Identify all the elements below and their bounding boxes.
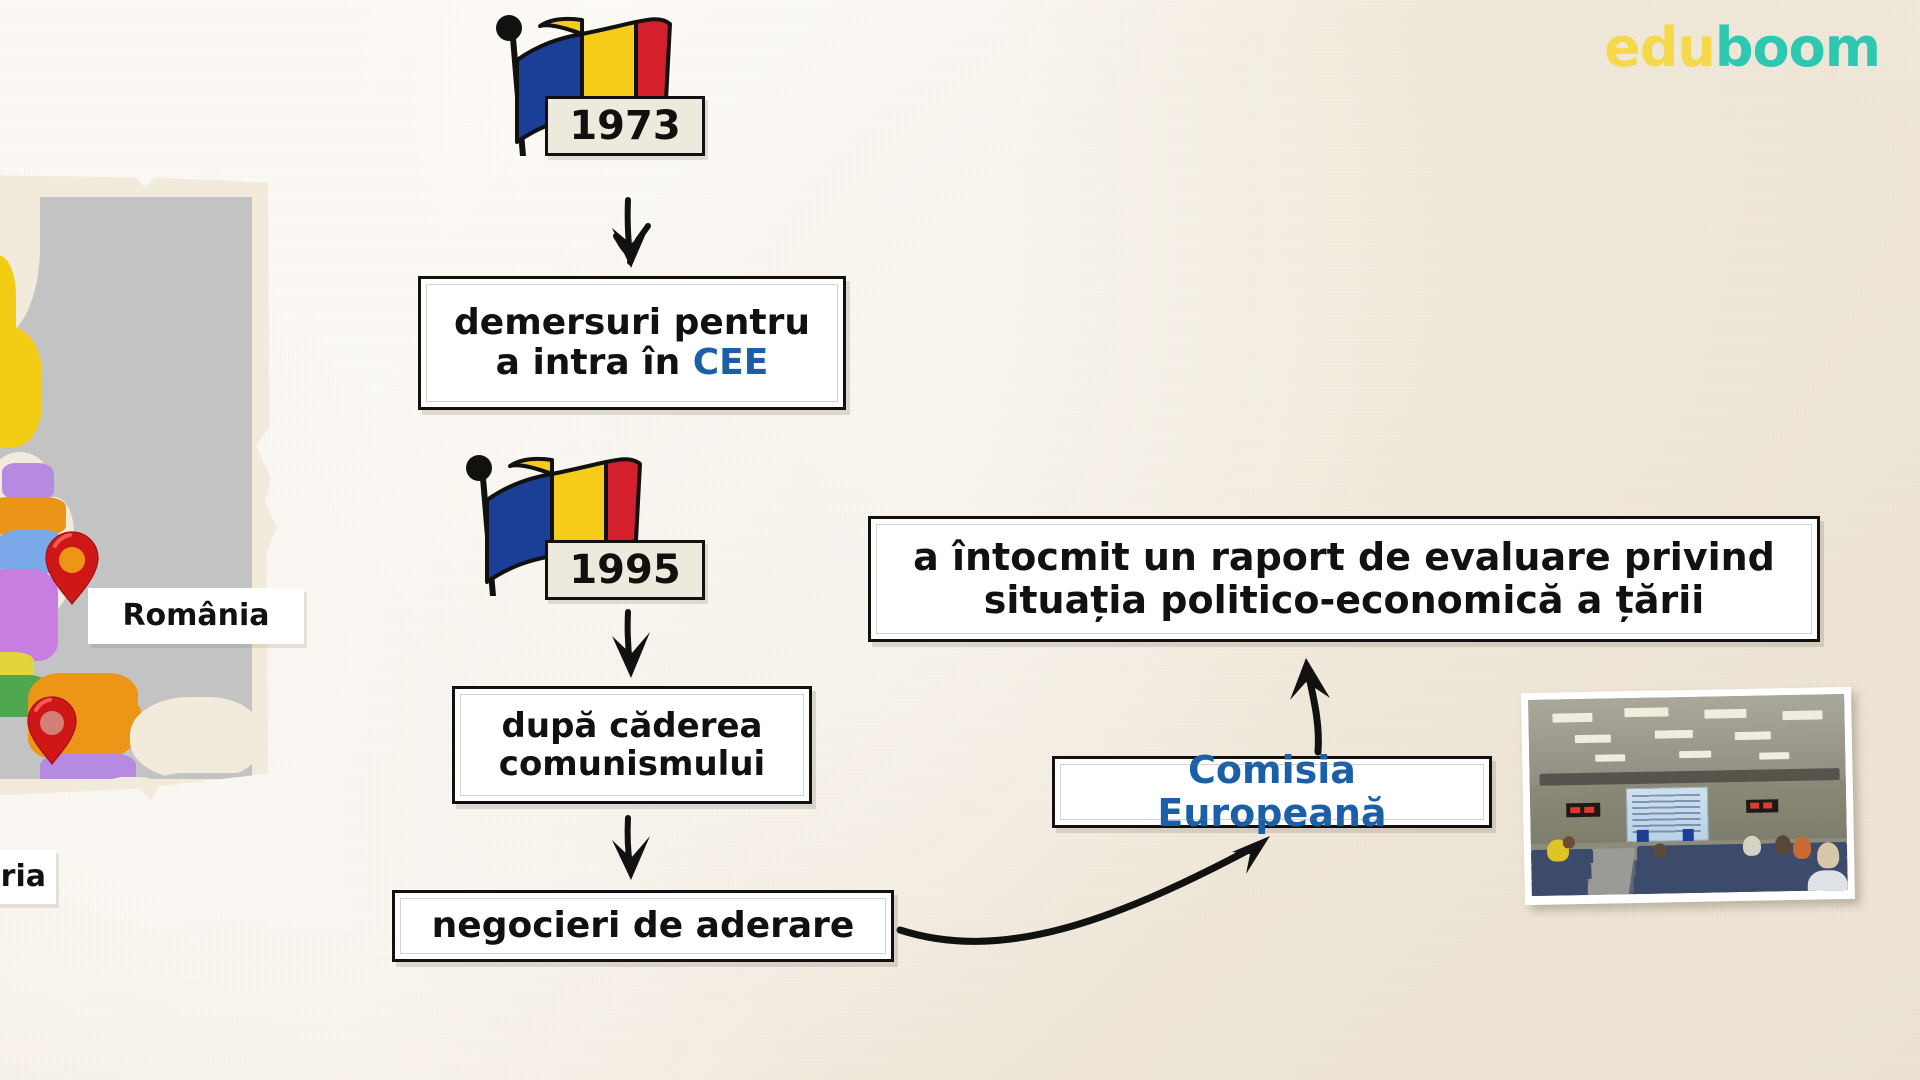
photo-led-display-left	[1566, 802, 1601, 818]
photo-ceiling-light	[1595, 754, 1626, 762]
box-demersuri-line1: demersuri pentru	[454, 301, 810, 343]
box-comisia-europeana[interactable]: Comisia Europeană	[1052, 749, 1492, 834]
map-black-sea	[130, 697, 252, 779]
year-tag-1995: 1995	[545, 540, 705, 600]
photo-attendee	[1807, 869, 1848, 897]
box-dupa-caderea[interactable]: după căderea comunismului	[452, 686, 812, 804]
box-dupa-caderea-line1: după căderea	[501, 705, 763, 746]
map-country-turkey	[156, 773, 252, 779]
photo-ceiling-light	[1624, 707, 1669, 718]
pin-romania[interactable]	[42, 530, 102, 610]
photo-ceiling-light	[1574, 734, 1611, 744]
box-demersuri-cee[interactable]: demersuri pentru a intra în CEE	[418, 276, 846, 410]
photo-seat-row	[1531, 878, 1588, 897]
eduboom-logo: eduboom	[1604, 16, 1881, 79]
map-label-bulgaria-text: ria	[0, 859, 46, 895]
photo-ceiling-light	[1704, 708, 1747, 719]
box-comisia-text: Comisia Europeană	[1157, 748, 1387, 835]
box-raport-line2: situația politico-economică a țării	[983, 578, 1705, 622]
box-dupa-caderea-line2: comunismului	[498, 744, 766, 784]
map-country-finland-south	[0, 327, 42, 447]
photo-attendee	[1652, 843, 1668, 858]
map-label-romania: România	[88, 588, 304, 644]
photo-seat-row	[1531, 895, 1585, 897]
map-label-romania-text: România	[122, 598, 270, 634]
photo-ceiling-light	[1759, 752, 1790, 760]
year-tag-1973: 1973	[545, 96, 705, 156]
map-canvas	[0, 197, 252, 779]
photo-ceiling-light	[1782, 710, 1823, 721]
box-negocieri-aderare[interactable]: negocieri de aderare	[392, 890, 894, 962]
photo-seat-row	[1531, 862, 1592, 881]
map-country-estonia	[2, 463, 54, 499]
europe-map-card	[0, 175, 277, 800]
photo-attendee	[1774, 835, 1792, 856]
photo-attendee	[1792, 836, 1812, 859]
pin-bulgaria[interactable]	[24, 695, 80, 771]
year-1973-text: 1973	[569, 103, 681, 149]
conference-hall-photo	[1520, 686, 1856, 906]
year-1995-text: 1995	[569, 547, 681, 593]
box-demersuri-line2-prefix: a intra în	[495, 342, 693, 383]
conference-hall-image	[1528, 693, 1848, 897]
photo-attendee	[1742, 835, 1762, 856]
photo-ceiling-light	[1552, 712, 1593, 723]
map-aegean	[92, 777, 172, 779]
photo-aisle	[1585, 848, 1636, 897]
photo-ceiling-light	[1734, 731, 1771, 741]
map-country-poland	[0, 569, 58, 661]
box-raport-line1: a întocmit un raport de evaluare privind	[913, 535, 1775, 580]
box-raport-evaluare[interactable]: a întocmit un raport de evaluare privind…	[868, 516, 1820, 642]
map-label-bulgaria: ria	[0, 850, 56, 904]
photo-attendee	[1816, 842, 1840, 869]
box-demersuri-cee-accent: CEE	[692, 342, 769, 383]
box-negocieri-text: negocieri de aderare	[431, 904, 855, 946]
photo-ceiling-light	[1679, 750, 1712, 759]
photo-attendee	[1562, 836, 1575, 849]
logo-edu-text: edu	[1604, 16, 1716, 79]
logo-boom-text: boom	[1714, 16, 1881, 79]
photo-ceiling-light	[1654, 729, 1693, 739]
map-country-latvia	[0, 497, 66, 535]
photo-led-display-right	[1746, 799, 1779, 813]
box-demersuri-line2: a intra în CEE	[495, 342, 769, 383]
